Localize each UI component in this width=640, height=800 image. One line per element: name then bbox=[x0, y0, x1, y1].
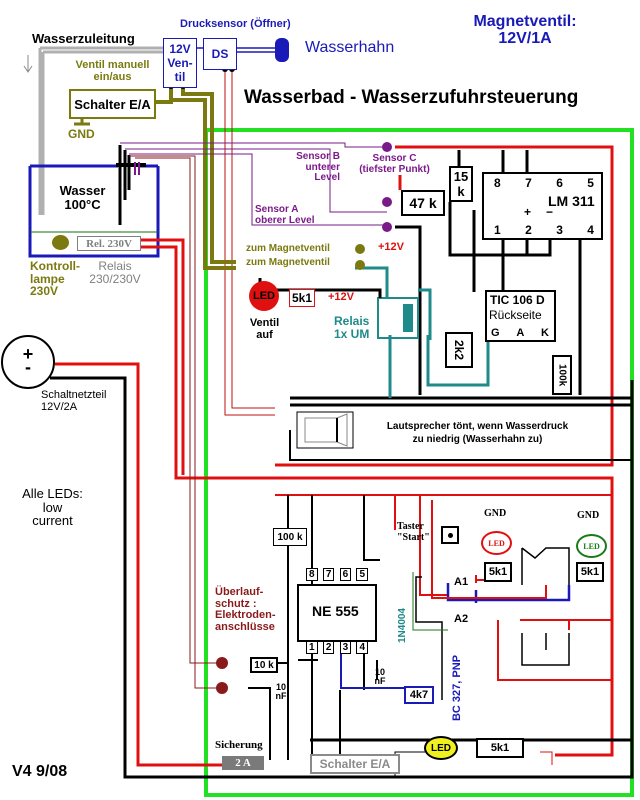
green-frame bbox=[204, 128, 634, 797]
resistor-5k1-red: 5k1 bbox=[484, 562, 512, 582]
relay-a1-label: A1 bbox=[454, 576, 469, 588]
fuse-2a: 2 A bbox=[222, 756, 264, 770]
zum-magnetventil-2: zum Magnetventil bbox=[246, 257, 330, 268]
lm311-plus: + bbox=[524, 205, 532, 219]
gnd-label-led2: GND bbox=[577, 510, 600, 521]
resistor-47k: 47 k bbox=[401, 190, 445, 216]
overflow-electrode-1 bbox=[216, 657, 228, 669]
ventil-manuell-label: Ventil manuell ein/aus bbox=[75, 59, 150, 83]
gnd-label: GND bbox=[68, 127, 95, 141]
schalter-ea-switch[interactable]: Schalter E/A bbox=[69, 89, 156, 119]
ne555-chip: NE 555 bbox=[297, 584, 377, 642]
lm311-label: LM 311 bbox=[548, 193, 595, 209]
wasserhahn-label: Wasserhahn bbox=[305, 39, 395, 56]
resistor-4k7: 4k7 bbox=[404, 686, 434, 704]
page-title: Wasserbad - Wasserzufuhrsteuerung bbox=[244, 87, 579, 108]
resistor-5k1-power: 5k1 bbox=[476, 738, 524, 758]
led-note: Alle LEDs: low current bbox=[22, 486, 83, 529]
resistor-5k1-ventil: 5k1 bbox=[289, 289, 315, 307]
led-power-yellow: LED bbox=[424, 736, 458, 760]
power-supply-icon bbox=[1, 335, 55, 389]
wasserzuleitung-label: Wasserzuleitung bbox=[32, 31, 135, 46]
resistor-2k2: 2k2 bbox=[445, 332, 473, 368]
overflow-electrode-2 bbox=[216, 682, 228, 694]
schalter-ea-main[interactable]: Schalter E/A bbox=[310, 754, 400, 774]
ds-box: DS bbox=[203, 38, 237, 70]
sensor-a-terminal bbox=[382, 222, 392, 232]
magnetventil-terminal-1 bbox=[355, 244, 365, 254]
resistor-100k-555: 100 k bbox=[273, 528, 307, 546]
sensor-c-label: Sensor C (tiefster Punkt) bbox=[359, 153, 430, 175]
speaker-icon bbox=[304, 413, 348, 447]
valve-12v-box: 12V Ven- til bbox=[163, 38, 197, 88]
sensor-b-label: Sensor B unterer Level bbox=[296, 151, 340, 183]
wasser-label: Wasser 100°C bbox=[59, 183, 106, 212]
changeover-contact-2 bbox=[521, 633, 570, 666]
resistor-100k: 100k bbox=[552, 355, 572, 395]
resistor-5k1-green: 5k1 bbox=[576, 562, 604, 582]
drucksensor-label: Drucksensor (Öffner) bbox=[180, 18, 291, 30]
relais-1xum-label: Relais 1x UM bbox=[334, 314, 370, 341]
resistor-15k: 15 k bbox=[449, 166, 473, 202]
water-pipe bbox=[38, 46, 163, 215]
faucet-icon bbox=[275, 38, 289, 62]
power-symbol: + - bbox=[22, 344, 34, 377]
taster-start-label: Taster "Start" bbox=[397, 521, 430, 543]
kontrolllampe-icon bbox=[52, 235, 69, 250]
sensor-a-label: Sensor A oberer Level bbox=[255, 204, 315, 226]
diode-1n4004-label: 1N4004 bbox=[397, 608, 408, 644]
plus12v-label-1: +12V bbox=[378, 241, 404, 253]
sicherung-label: Sicherung bbox=[215, 739, 263, 751]
relais-230-label: Relais 230/230V bbox=[89, 259, 141, 286]
resistor-10k: 10 k bbox=[250, 657, 278, 673]
changeover-contact-1 bbox=[521, 547, 570, 585]
magnetventil-terminal-2 bbox=[355, 260, 365, 270]
kontrolllampe-label: Kontroll- lampe 230V bbox=[30, 259, 80, 299]
cap-10nf-1: 10 nF bbox=[275, 682, 287, 702]
gnd-label-led1: GND bbox=[484, 508, 507, 519]
schaltnetzteil-label: Schaltnetzteil 12V/2A bbox=[41, 389, 107, 413]
sensor-c-terminal bbox=[382, 142, 392, 152]
ventil-auf-label: Ventil auf bbox=[249, 317, 280, 341]
cap-10nf-2: 10 nF bbox=[374, 667, 386, 687]
magnetventil-note: Magnetventil: 12V/1A bbox=[473, 13, 577, 47]
transistor-bc327-label: BC 327, PNP bbox=[451, 655, 463, 722]
taster-start-button[interactable] bbox=[441, 526, 459, 544]
relay-230v-box: Rel. 230V bbox=[77, 236, 141, 251]
zum-magnetventil-1: zum Magnetventil bbox=[246, 243, 330, 254]
overflow-label: Überlauf- schutz : Elektroden- anschlüss… bbox=[215, 586, 276, 633]
speaker-note: Lautsprecher tönt, wenn Wasserdruck zu n… bbox=[386, 421, 569, 445]
button-dot-icon bbox=[447, 532, 453, 538]
lm311-minus: − bbox=[546, 205, 554, 219]
led-red-status: LED bbox=[481, 531, 512, 555]
arrow-down-icon bbox=[23, 55, 33, 73]
led-ventil-auf: LED bbox=[249, 281, 279, 311]
sensor-b-terminal bbox=[382, 197, 392, 207]
plus12v-label-2: +12V bbox=[328, 291, 354, 303]
relay-1xum bbox=[377, 297, 419, 339]
version-label: V4 9/08 bbox=[12, 763, 68, 780]
led-green-status: LED bbox=[576, 534, 607, 558]
relay-a2-label: A2 bbox=[454, 613, 469, 625]
